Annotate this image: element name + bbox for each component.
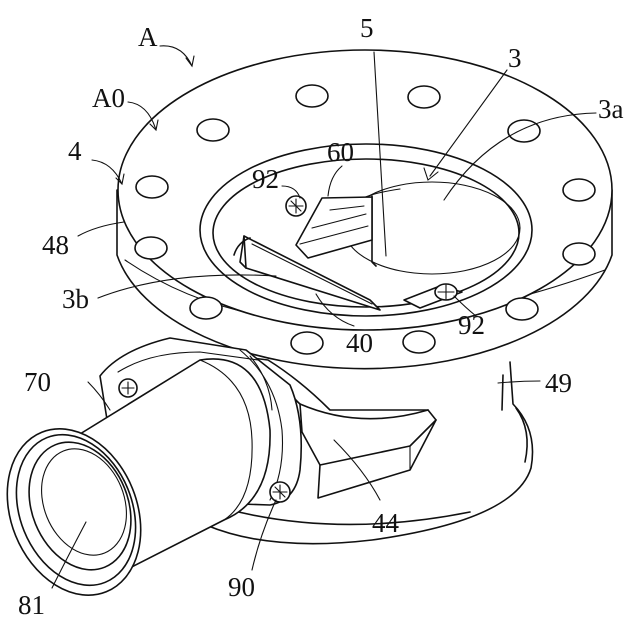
label-part-3b: 3b <box>62 284 89 314</box>
label-face-48: 48 <box>42 230 69 260</box>
label-pipe-70: 70 <box>24 367 51 397</box>
screw-90 <box>270 482 290 502</box>
label-bore-81: 81 <box>18 590 45 620</box>
label-assembly-a: A <box>138 22 158 52</box>
label-part-5: 5 <box>360 13 374 43</box>
screw-92-right <box>435 284 457 300</box>
label-body-49: 49 <box>545 368 572 398</box>
label-screw-92-right: 92 <box>458 310 485 340</box>
label-part-3a: 3a <box>598 94 624 124</box>
label-flange-4: 4 <box>68 136 82 166</box>
screw-92-left <box>286 196 306 216</box>
label-screw-92-left: 92 <box>252 164 279 194</box>
label-assembly-a0: A0 <box>92 83 125 113</box>
screw-top-collar <box>119 379 137 397</box>
label-screw-90: 90 <box>228 572 255 602</box>
label-part-3: 3 <box>508 43 522 73</box>
label-part-60: 60 <box>327 137 354 167</box>
label-part-44: 44 <box>372 508 400 538</box>
label-part-40: 40 <box>346 328 373 358</box>
